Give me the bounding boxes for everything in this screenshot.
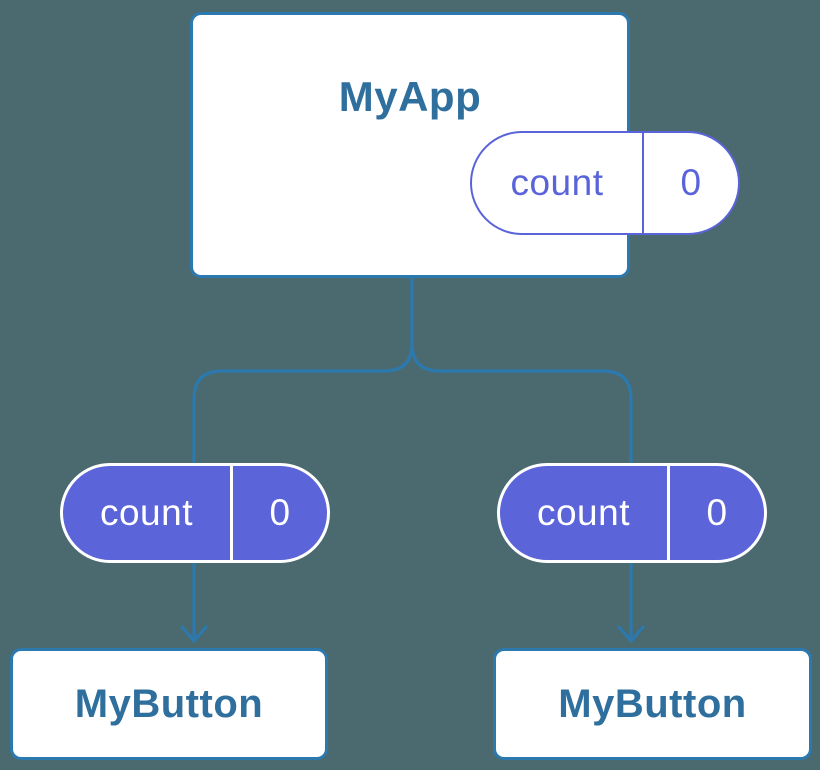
- fork-right-branch: [410, 342, 633, 642]
- state-pill-value: 0: [680, 162, 702, 203]
- mybutton-right-title: MyButton: [558, 681, 747, 726]
- mybutton-node-right: MyButton: [493, 648, 812, 760]
- prop-pill-right-key: count: [500, 466, 670, 560]
- state-pill-key: count: [472, 133, 644, 233]
- mybutton-node-left: MyButton: [10, 648, 328, 760]
- myapp-title: MyApp: [338, 73, 482, 120]
- arrowhead-right-icon: [617, 625, 645, 643]
- prop-pill-right-value: 0: [706, 492, 728, 533]
- mybutton-left-title: MyButton: [74, 681, 264, 726]
- prop-pill-left-value: 0: [269, 492, 291, 533]
- prop-pill-right: count 0: [497, 463, 767, 563]
- arrowhead-left-icon: [180, 625, 208, 643]
- myapp-state-pill: count 0: [470, 131, 740, 235]
- myapp-node: MyApp count 0: [190, 12, 740, 278]
- prop-pill-left: count 0: [60, 463, 330, 563]
- prop-pill-left-key: count: [63, 466, 233, 560]
- fork-stem-left-branch: [192, 276, 414, 642]
